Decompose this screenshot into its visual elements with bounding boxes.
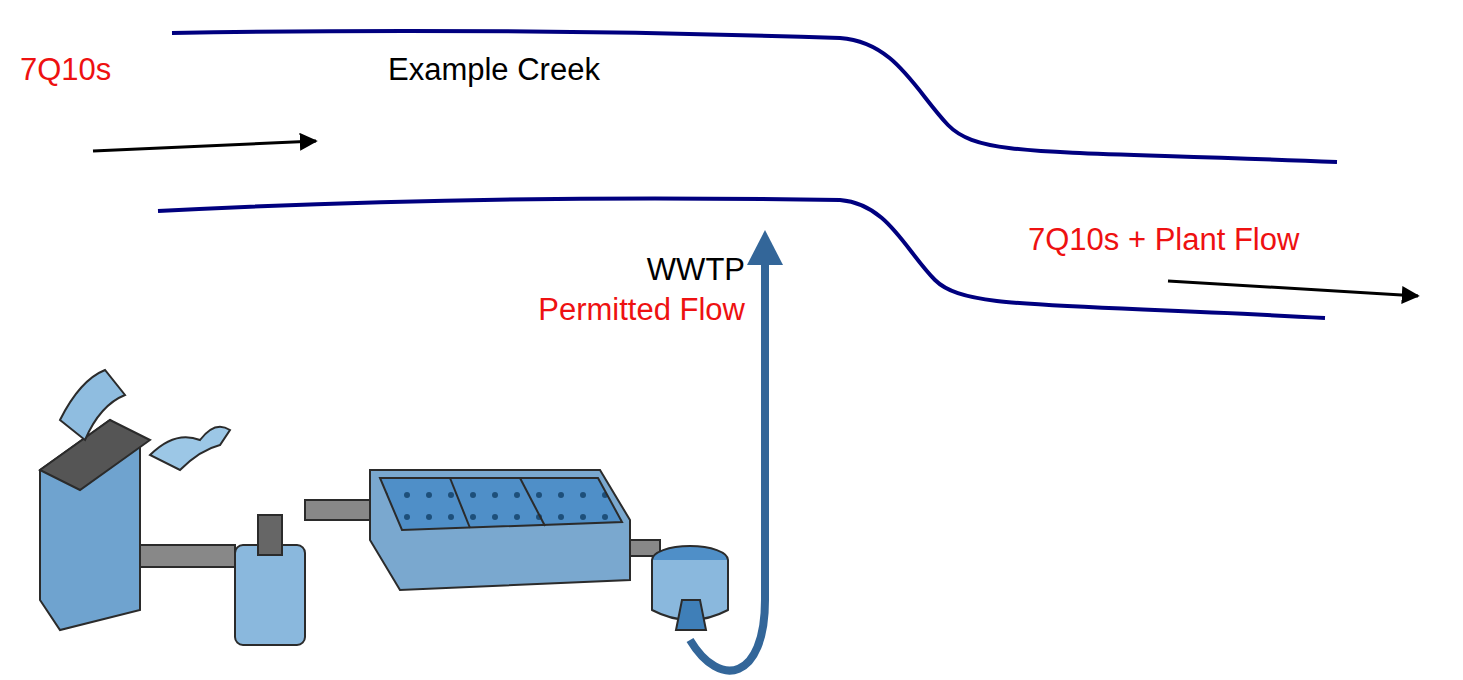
wwtp-illustration: [40, 370, 728, 645]
creek-bank: [172, 31, 1337, 162]
flow-arrow: [1168, 281, 1418, 296]
flow-arrow: [93, 141, 316, 151]
arrowhead: [747, 230, 783, 265]
flow-label: 7Q10s + Plant Flow: [1028, 222, 1299, 258]
plant-name: WWTP: [647, 252, 745, 288]
creek-name: Example Creek: [388, 52, 600, 88]
flow-label: 7Q10s: [20, 52, 111, 88]
flow-label: Permitted Flow: [538, 292, 745, 328]
